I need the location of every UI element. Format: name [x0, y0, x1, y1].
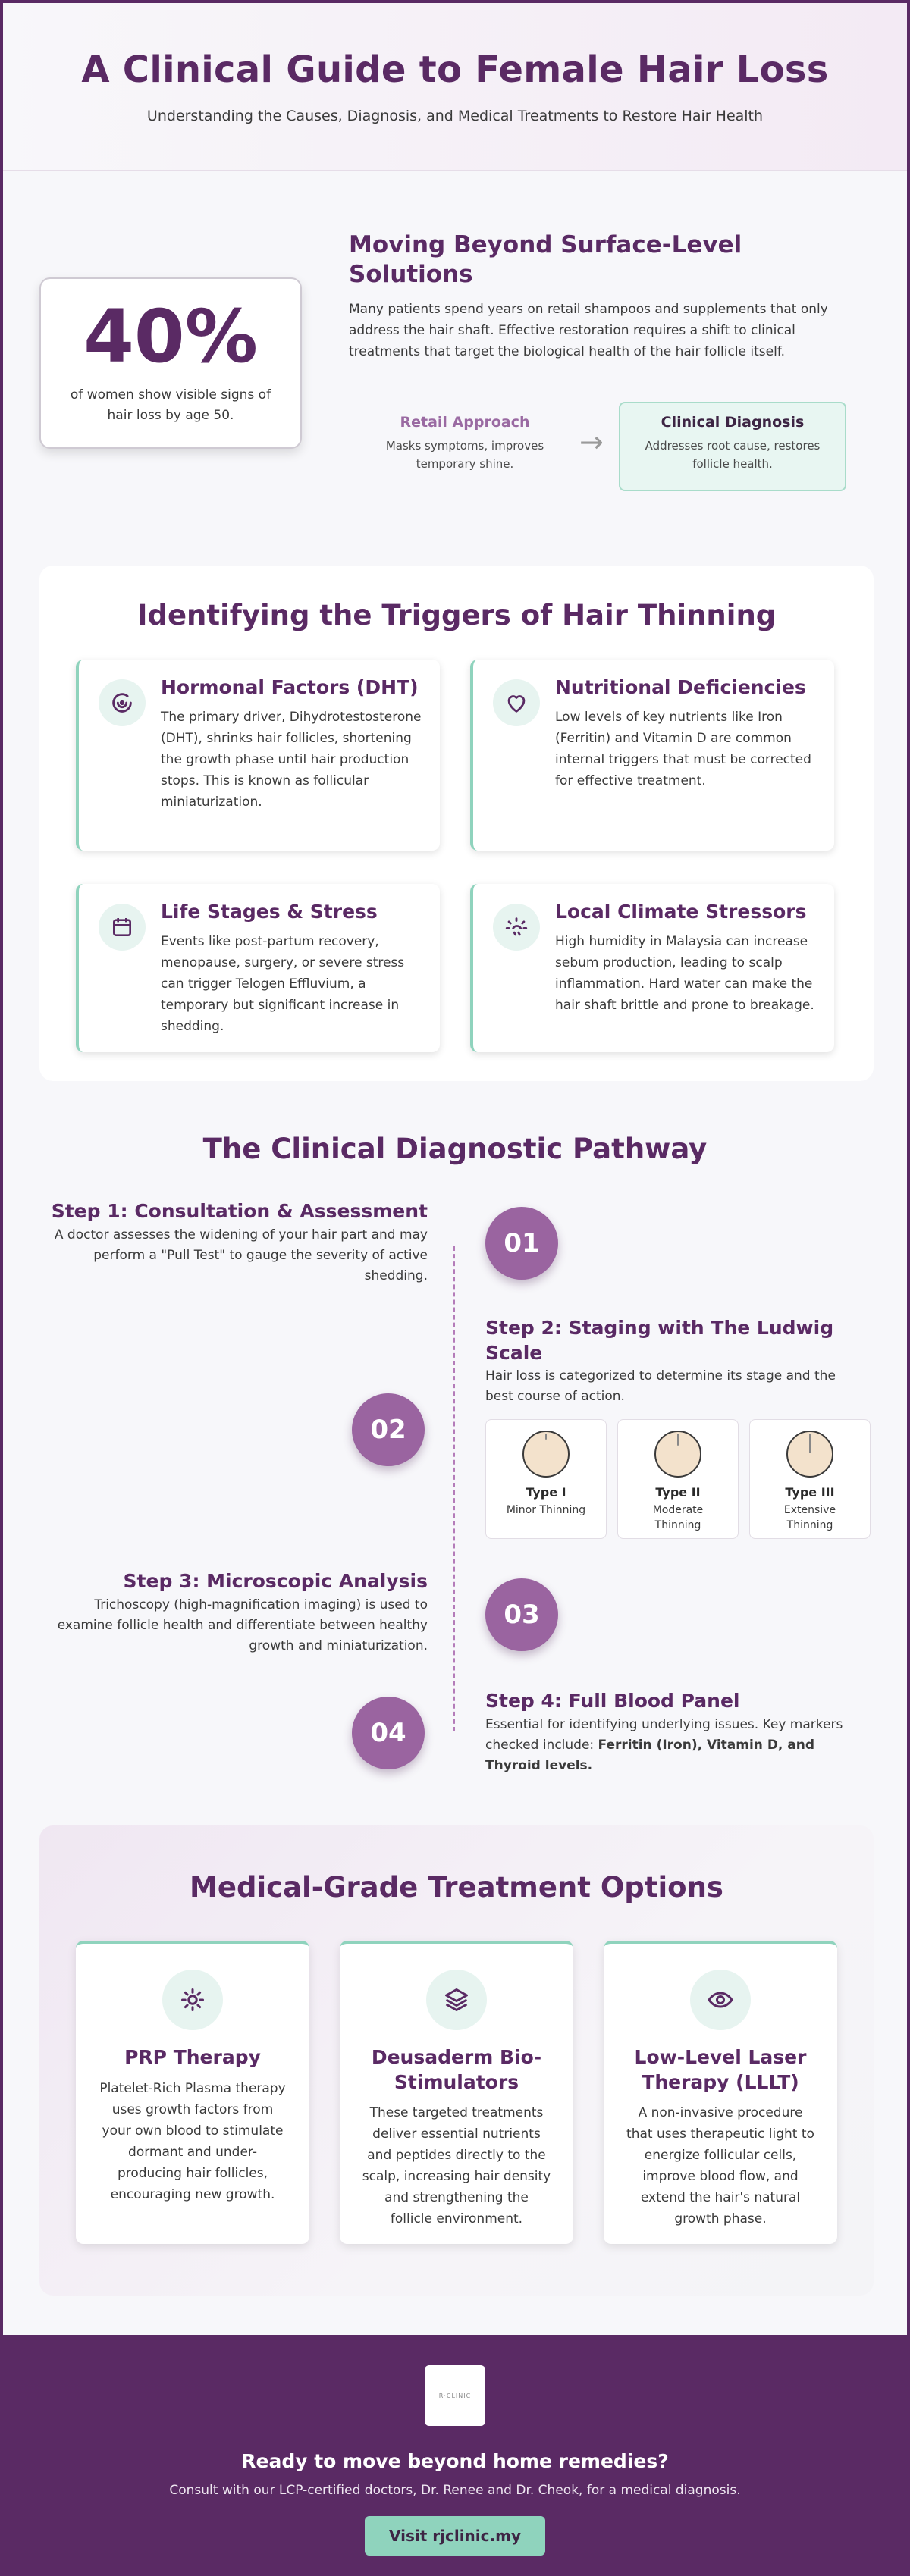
retail-approach: Retail Approach Masks symptoms, improves…: [364, 414, 566, 473]
intro-section: 40% of women show visible signs of hair …: [3, 171, 907, 566]
treatment-card-lllt: Low-Level Laser Therapy (LLLT) A non-inv…: [604, 1941, 837, 2244]
intro-body: Many patients spend years on retail sham…: [349, 302, 828, 360]
step-1-title: Step 1: Consultation & Assessment: [51, 1200, 428, 1222]
step-4-number: 04: [352, 1697, 425, 1769]
trigger-card-hormonal: Hormonal Factors (DHT) The primary drive…: [76, 660, 440, 851]
stage-name: Type II: [655, 1485, 701, 1500]
trigger-card-nutritional: Nutritional Deficiencies Low levels of k…: [470, 660, 834, 851]
trigger-text: The primary driver, Dihydrotestosterone …: [161, 710, 422, 810]
step-2-title: Step 2: Staging with The Ludwig Scale: [485, 1317, 834, 1364]
trigger-card-life-stages: Life Stages & Stress Events like post-pa…: [76, 884, 440, 1052]
stage-desc: Moderate Thinning: [652, 1504, 704, 1532]
scalp-type-3-icon: [786, 1431, 833, 1478]
calendar-icon: [99, 904, 146, 951]
page-subtitle: Understanding the Causes, Diagnosis, and…: [146, 108, 764, 124]
trigger-title: Hormonal Factors (DHT): [161, 676, 419, 698]
layers-icon: [426, 1970, 487, 2030]
stage-card-type-3: Type III Extensive Thinning: [749, 1419, 871, 1539]
trigger-title: Local Climate Stressors: [555, 901, 807, 923]
footer: R·CLINIC Ready to move beyond home remed…: [3, 2335, 907, 2573]
step-4-text-bold: Ferritin (Iron), Vitamin D, and Thyroid …: [485, 1738, 815, 1774]
stat-number: 40%: [83, 294, 258, 379]
treatment-card-deusaderm: Deusaderm Bio-Stimulators These targeted…: [340, 1941, 573, 2244]
step-4-text: Essential for identifying underlying iss…: [485, 1715, 864, 1777]
trigger-text: High humidity in Malaysia can increase s…: [555, 934, 814, 1014]
trigger-title: Life Stages & Stress: [161, 901, 378, 923]
treatment-text: Platelet-Rich Plasma therapy uses growth…: [99, 2080, 286, 2202]
clinical-diagnosis: Clinical Diagnosis Addresses root cause,…: [619, 402, 846, 491]
pathway-title: The Clinical Diagnostic Pathway: [202, 1133, 708, 1165]
heart-icon: [493, 679, 540, 726]
clinical-label: Clinical Diagnosis: [661, 414, 805, 431]
treatments-title: Medical-Grade Treatment Options: [190, 1871, 723, 1904]
trigger-card-climate: Local Climate Stressors High humidity in…: [470, 884, 834, 1052]
treatment-card-prp: PRP Therapy Platelet-Rich Plasma therapy…: [76, 1941, 309, 2244]
treatment-text: A non-invasive procedure that uses thera…: [626, 2105, 814, 2227]
step-1-number: 01: [485, 1207, 558, 1280]
trigger-text: Low levels of key nutrients like Iron (F…: [555, 710, 811, 789]
treatment-title: Deusaderm Bio-Stimulators: [371, 2046, 542, 2093]
scalp-type-2-icon: [654, 1431, 701, 1478]
step-2-text: Hair loss is categorized to determine it…: [485, 1368, 836, 1405]
treatments-section: Medical-Grade Treatment Options PRP Ther…: [39, 1825, 874, 2296]
step-3-text: Trichoscopy (high-magnification imaging)…: [57, 1597, 428, 1654]
visit-website-button[interactable]: Visit rjclinic.my: [365, 2516, 545, 2556]
step-2-number: 02: [352, 1393, 425, 1466]
stage-desc: Extensive Thinning: [783, 1504, 836, 1532]
stage-name: Type I: [526, 1485, 566, 1500]
step-1-text: A doctor assesses the widening of your h…: [54, 1227, 428, 1284]
sun-icon: [162, 1970, 223, 2030]
dna-icon: [99, 679, 146, 726]
treatment-title: PRP Therapy: [124, 2046, 261, 2068]
treatment-title: Low-Level Laser Therapy (LLLT): [634, 2046, 807, 2093]
eye-icon: [690, 1970, 751, 2030]
arrow-right-icon: →: [579, 425, 604, 459]
trigger-title: Nutritional Deficiencies: [555, 676, 806, 698]
stat-text: of women show visible signs of hair loss…: [70, 387, 271, 423]
triggers-section: Identifying the Triggers of Hair Thinnin…: [39, 566, 874, 1081]
retail-desc: Masks symptoms, improves temporary shine…: [385, 439, 544, 471]
intro-title: Moving Beyond Surface-Level Solutions: [349, 231, 742, 288]
stage-name: Type III: [785, 1485, 835, 1500]
stage-card-type-2: Type II Moderate Thinning: [617, 1419, 739, 1539]
stage-desc: Minor Thinning: [506, 1504, 586, 1516]
stat-card: 40% of women show visible signs of hair …: [39, 277, 302, 449]
scalp-type-1-icon: [522, 1431, 570, 1478]
trigger-text: Events like post-partum recovery, menopa…: [161, 934, 405, 1035]
footer-subtitle: Consult with our LCP-certified doctors, …: [169, 2483, 741, 2498]
step-4-text-plain: Essential for identifying underlying iss…: [485, 1717, 843, 1753]
clinic-logo: R·CLINIC: [425, 2365, 485, 2426]
page-title: A Clinical Guide to Female Hair Loss: [81, 49, 829, 91]
treatment-text: These targeted treatments deliver essent…: [362, 2105, 551, 2227]
step-3-title: Step 3: Microscopic Analysis: [123, 1570, 428, 1592]
triggers-title: Identifying the Triggers of Hair Thinnin…: [136, 599, 777, 631]
stage-card-type-1: Type I Minor Thinning: [485, 1419, 607, 1539]
retail-label: Retail Approach: [400, 414, 530, 431]
step-4-title: Step 4: Full Blood Panel: [485, 1690, 740, 1712]
header: A Clinical Guide to Female Hair Loss Und…: [3, 3, 907, 171]
timeline-line: [453, 1246, 455, 1731]
footer-title: Ready to move beyond home remedies?: [241, 2450, 669, 2472]
clinical-desc: Addresses root cause, restores follicle …: [645, 439, 821, 471]
step-3-number: 03: [485, 1578, 558, 1651]
climate-icon: [493, 904, 540, 951]
